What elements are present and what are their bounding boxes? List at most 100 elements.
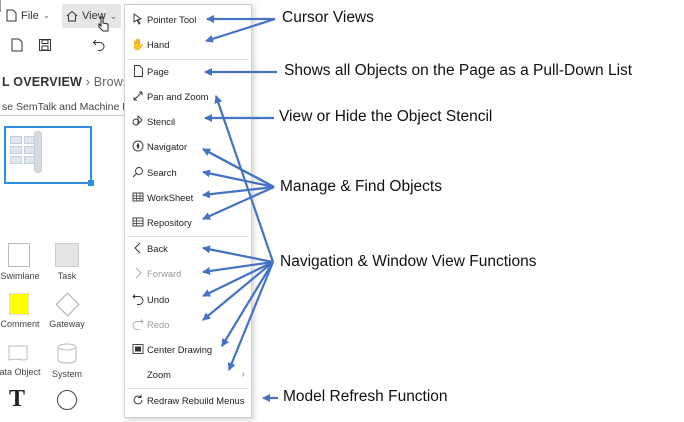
menu-item-label: Page [147, 65, 169, 77]
arrow-nav-pan-zoom [214, 95, 275, 263]
stencil-task[interactable]: Task [41, 243, 93, 281]
arrow-manage-repository [202, 185, 275, 221]
menu-item-label: Zoom [147, 368, 171, 380]
annotation-manage-find: Manage & Find Objects [280, 178, 442, 195]
chevron-right-icon: › [241, 368, 245, 380]
navigator-icon [132, 140, 144, 152]
menu-item-center-drawing[interactable]: Center Drawing [125, 340, 251, 358]
text-tool[interactable]: T [9, 386, 26, 412]
stencil-icon [132, 115, 144, 127]
stencil-label: Comment [0, 319, 40, 329]
arrow-nav-zoom [227, 261, 275, 371]
forward-icon [132, 267, 144, 279]
breadcrumb-current: L OVERVIEW [2, 75, 83, 89]
menu-item-pan-and-zoom[interactable]: Pan and Zoom [125, 87, 251, 105]
repository-icon [132, 216, 144, 228]
menu-item-label: Hand [147, 38, 170, 50]
stencil-label: Swimlane [0, 271, 40, 281]
refresh-icon [132, 394, 144, 406]
menu-item-zoom[interactable]: Zoom › [125, 365, 251, 383]
menu-separator [127, 59, 249, 60]
thumbnail-shape [10, 156, 22, 164]
menu-item-label: WorkSheet [147, 191, 194, 203]
stencil-data-object[interactable]: ata Object [0, 343, 46, 377]
database-shape [57, 343, 77, 364]
menu-item-back[interactable]: Back [125, 239, 251, 257]
toolbar-divider [0, 0, 1, 12]
thumbnail-shape [34, 131, 42, 173]
arrow-manage-search [202, 169, 275, 189]
chevron-down-icon: ⌄ [109, 10, 118, 21]
menu-item-label: Redo [147, 318, 170, 330]
arrow-nav-forward [202, 260, 274, 275]
redo-icon [132, 318, 144, 330]
menu-item-label: Redraw Rebuild Menus [147, 394, 245, 406]
menu-item-repository[interactable]: Repository [125, 213, 251, 231]
menu-separator [127, 236, 249, 237]
pointer-icon [132, 13, 144, 25]
mouse-cursor-icon [98, 16, 109, 32]
menu-item-redo[interactable]: Redo [125, 315, 251, 333]
swimlane-shape [8, 243, 30, 267]
annotation-stencil: View or Hide the Object Stencil [279, 108, 493, 125]
undo-icon [132, 293, 144, 305]
page-icon [132, 65, 144, 77]
arrow-nav-undo [202, 261, 274, 297]
chevron-down-icon: ⌄ [42, 10, 51, 20]
menu-item-label: Pan and Zoom [147, 90, 209, 102]
view-menu-label: View [82, 10, 106, 22]
arrow-nav-redo [202, 261, 274, 321]
breadcrumb-separator: › [82, 75, 94, 89]
menu-item-undo[interactable]: Undo [125, 290, 251, 308]
menu-separator [127, 388, 249, 389]
stencil-swimlane[interactable]: Swimlane [0, 243, 46, 281]
worksheet-icon [132, 191, 144, 203]
stencil-system[interactable]: System [41, 343, 93, 379]
menu-item-navigator[interactable]: Navigator [125, 137, 251, 155]
menu-item-label: Search [147, 166, 177, 178]
file-menu-button[interactable]: File ⌄ [6, 9, 50, 22]
menu-item-label: Repository [147, 216, 192, 228]
back-icon [132, 242, 144, 254]
stencil-gateway[interactable]: Gateway [41, 292, 93, 329]
menu-item-stencil[interactable]: Stencil [125, 112, 251, 130]
annotation-navigation: Navigation & Window View Functions [280, 253, 537, 270]
annotation-refresh: Model Refresh Function [283, 388, 448, 405]
stencil-comment[interactable]: Comment [0, 293, 46, 329]
new-document-icon[interactable] [10, 38, 24, 52]
undo-icon[interactable] [92, 38, 106, 52]
menu-item-page[interactable]: Page [125, 62, 251, 80]
page-thumbnail[interactable] [4, 126, 94, 186]
divider [0, 115, 124, 116]
arrow-nav-center [221, 261, 274, 347]
document-title: se SemTalk and Machine Le [2, 101, 134, 113]
data-object-shape [8, 345, 28, 361]
file-menu-label: File [21, 9, 39, 22]
breadcrumb-next[interactable]: Brows [93, 75, 130, 89]
arrow-cursor-hand [205, 17, 276, 43]
event-circle-shape[interactable] [57, 390, 77, 410]
breadcrumb: L OVERVIEW › Brows [2, 75, 129, 89]
search-icon [132, 166, 144, 178]
thumbnail-shape [10, 146, 22, 154]
menu-item-worksheet[interactable]: WorkSheet [125, 188, 251, 206]
task-shape [55, 243, 79, 267]
stencil-label: ata Object [0, 367, 41, 377]
menu-item-redraw-rebuild-menus[interactable]: Redraw Rebuild Menus [125, 391, 251, 409]
stencil-label: System [51, 369, 82, 379]
menu-item-hand[interactable]: ✋ Hand [125, 35, 251, 53]
menu-item-pointer-tool[interactable]: Pointer Tool [125, 10, 251, 28]
hand-icon: ✋ [131, 38, 145, 51]
pan-zoom-icon [132, 90, 144, 102]
arrow-cross [202, 148, 275, 188]
save-icon[interactable] [38, 38, 52, 52]
menu-item-search[interactable]: Search [125, 163, 251, 181]
home-icon [66, 10, 78, 22]
arrow-nav-back [202, 245, 274, 264]
center-drawing-icon [132, 343, 144, 355]
menu-item-forward[interactable]: Forward [125, 264, 251, 282]
view-menu-button[interactable]: View ⌄ [62, 4, 122, 28]
resize-handle[interactable] [88, 180, 94, 186]
thumbnail-shape [10, 136, 22, 144]
